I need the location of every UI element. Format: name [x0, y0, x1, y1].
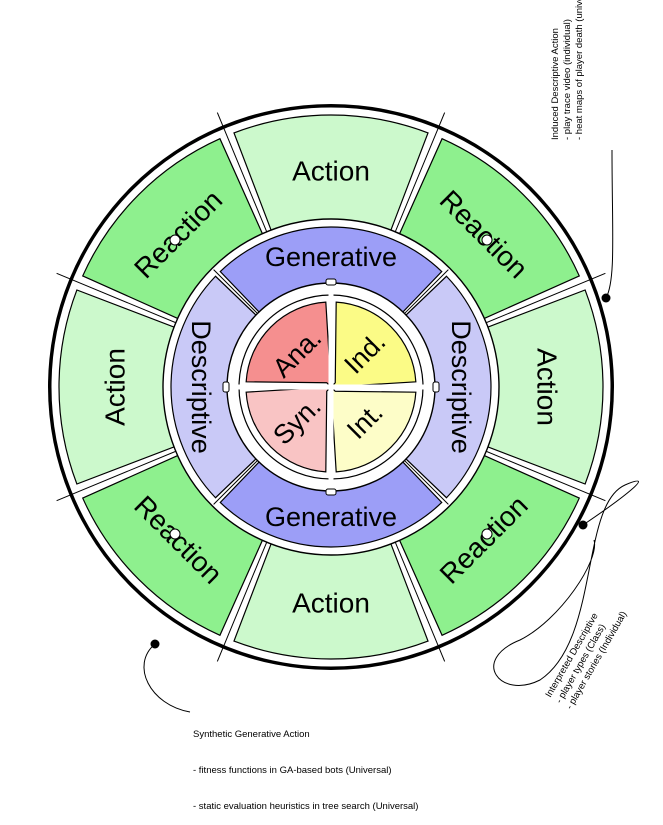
middle-segment-label: Descriptive — [186, 320, 216, 454]
middle-divider — [213, 269, 263, 319]
outer-divider — [480, 272, 606, 326]
game-ai-taxonomy-diagram: ActionReactionActionReactionActionReacti… — [48, 104, 639, 713]
core-cross-cap — [325, 488, 337, 496]
rim-knob — [481, 528, 493, 540]
middle-divider — [399, 455, 449, 505]
annotation-synthetic-line-1: - fitness functions in GA-based bots (Un… — [193, 765, 392, 776]
annotation-connectors — [143, 149, 639, 713]
annotation-induced-line-2: - heat maps of player death (universal) — [574, 0, 585, 140]
outer-segment-action: Action — [233, 535, 429, 660]
annotation-induced: Induced Descriptive Action- play trace v… — [538, 0, 586, 140]
outer-divider — [392, 112, 446, 238]
annotation-synthetic: Synthetic Generative Action - fitness fu… — [193, 705, 418, 825]
outer-segment-label: Action — [292, 588, 370, 619]
annotation-synthetic-line-2: - static evaluation heuristics in tree s… — [193, 801, 419, 812]
outer-segment-action: Action — [233, 114, 429, 239]
outer-segment-label: Action — [100, 348, 131, 426]
annotation-induced-line-1: - play trace video (individual) — [562, 19, 573, 140]
middle-segment-generative: Generative — [219, 455, 443, 548]
annotation-induced-title: Induced Descriptive Action — [550, 28, 561, 140]
outer-divider — [480, 448, 606, 502]
rim-knob — [481, 234, 493, 246]
core-cross-cap — [325, 278, 337, 286]
outer-ring: ActionReactionActionReactionActionReacti… — [48, 104, 614, 670]
middle-segment-descriptive: Descriptive — [399, 275, 492, 499]
middle-divider — [213, 455, 263, 505]
core-quadrant-ind: Ind. — [329, 301, 417, 388]
middle-divider — [399, 269, 449, 319]
outer-divider — [56, 448, 182, 502]
core-cross-cap — [222, 381, 230, 393]
middle-segment-descriptive: Descriptive — [170, 275, 263, 499]
middle-segment-label: Descriptive — [446, 320, 476, 454]
outer-divider — [392, 536, 446, 662]
core-circle: Ind.Int.Syn.Ana. — [222, 278, 440, 496]
synthetic-connector — [143, 643, 191, 713]
outer-divider — [216, 112, 270, 238]
interpreted-connector — [493, 480, 639, 686]
outer-divider — [216, 536, 270, 662]
outer-segment-reaction: Reaction — [395, 137, 581, 323]
outer-segment-action: Action — [58, 289, 183, 485]
induced-connector — [605, 149, 614, 299]
rim-knob — [169, 234, 181, 246]
core-quadrant-syn: Syn. — [245, 386, 333, 473]
outer-segment-action: Action — [479, 289, 604, 485]
outer-divider — [56, 272, 182, 326]
rim-knob — [169, 528, 181, 540]
middle-segment-label: Generative — [265, 242, 397, 272]
outer-segment-label: Action — [292, 156, 370, 187]
outer-segment-reaction: Reaction — [81, 137, 267, 323]
core-quadrant-int: Int. — [330, 385, 417, 473]
middle-segment-label: Generative — [265, 502, 397, 532]
middle-segment-generative: Generative — [219, 226, 443, 319]
core-quadrant-ana: Ana. — [245, 301, 332, 389]
core-cross-cap — [432, 381, 440, 393]
annotation-synthetic-title: Synthetic Generative Action — [193, 729, 310, 740]
outer-segment-label: Action — [532, 348, 563, 426]
